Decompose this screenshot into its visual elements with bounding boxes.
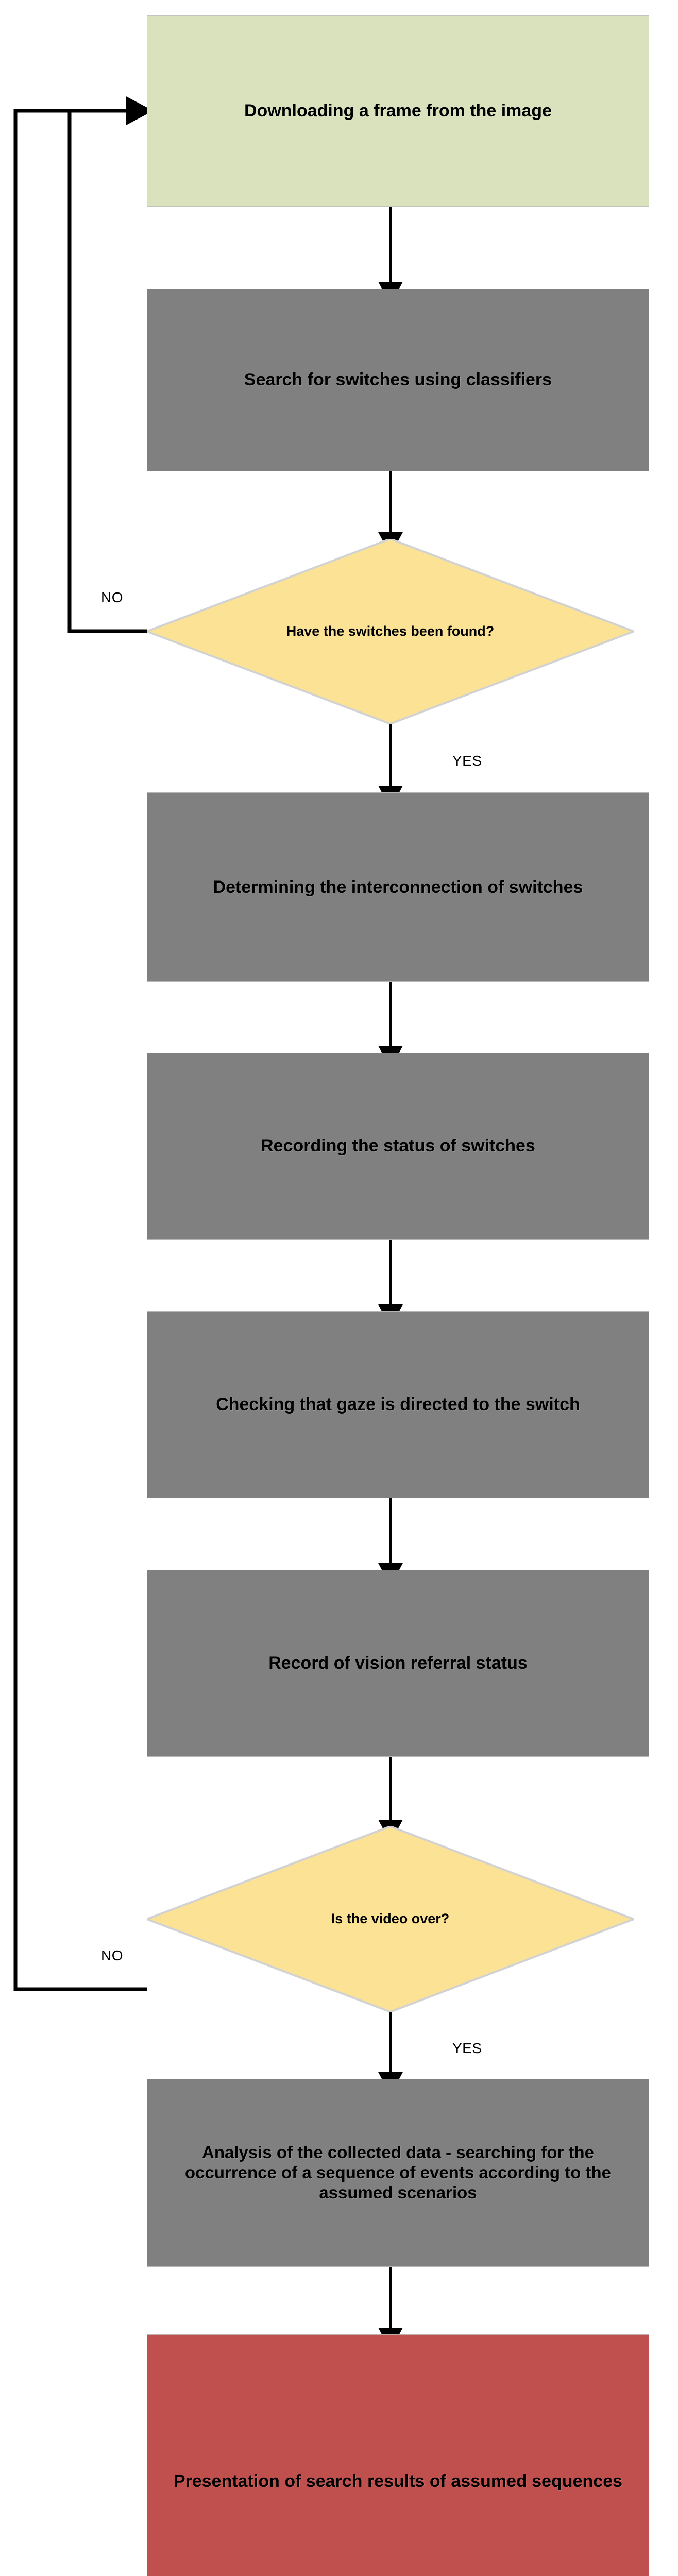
- node-label: Analysis of the collected data - searchi…: [184, 2143, 612, 2202]
- node-record-vision-referral[interactable]: Record of vision referral status: [147, 1570, 649, 1757]
- diamond-shape: [147, 539, 634, 724]
- loop-switches-no: [67, 96, 154, 633]
- diamond-shape: [147, 1826, 634, 2012]
- edge-label-switches-yes: YES: [452, 753, 482, 769]
- node-label: Determining the interconnection of switc…: [213, 877, 583, 897]
- node-decision-video-over[interactable]: Is the video over?: [147, 1826, 634, 2012]
- node-presentation-results[interactable]: Presentation of search results of assume…: [147, 2334, 649, 2576]
- node-label: Is the video over?: [331, 1911, 450, 1927]
- node-label: Recording the status of switches: [261, 1136, 535, 1156]
- node-determine-interconnection[interactable]: Determining the interconnection of switc…: [147, 792, 649, 982]
- node-decision-switches-found[interactable]: Have the switches been found?: [147, 539, 634, 724]
- node-analysis-collected-data[interactable]: Analysis of the collected data - searchi…: [147, 2079, 649, 2267]
- node-label: Checking that gaze is directed to the sw…: [216, 1395, 580, 1415]
- edge-label-switches-no: NO: [101, 589, 123, 605]
- edge-label-video-no: NO: [101, 1947, 123, 1963]
- node-label: Record of vision referral status: [268, 1653, 528, 1673]
- edge-label-video-yes: YES: [452, 2040, 482, 2056]
- node-label: Have the switches been found?: [286, 623, 495, 639]
- node-label: Search for switches using classifiers: [244, 370, 552, 390]
- node-check-gaze-direction[interactable]: Checking that gaze is directed to the sw…: [147, 1311, 649, 1498]
- node-start-download-frame[interactable]: Downloading a frame from the image: [147, 15, 649, 207]
- node-record-switch-status[interactable]: Recording the status of switches: [147, 1053, 649, 1240]
- loop-video-over-no: [13, 96, 154, 1991]
- node-label: Presentation of search results of assume…: [173, 2471, 623, 2491]
- node-label: Downloading a frame from the image: [244, 101, 552, 121]
- node-search-switches[interactable]: Search for switches using classifiers: [147, 289, 649, 471]
